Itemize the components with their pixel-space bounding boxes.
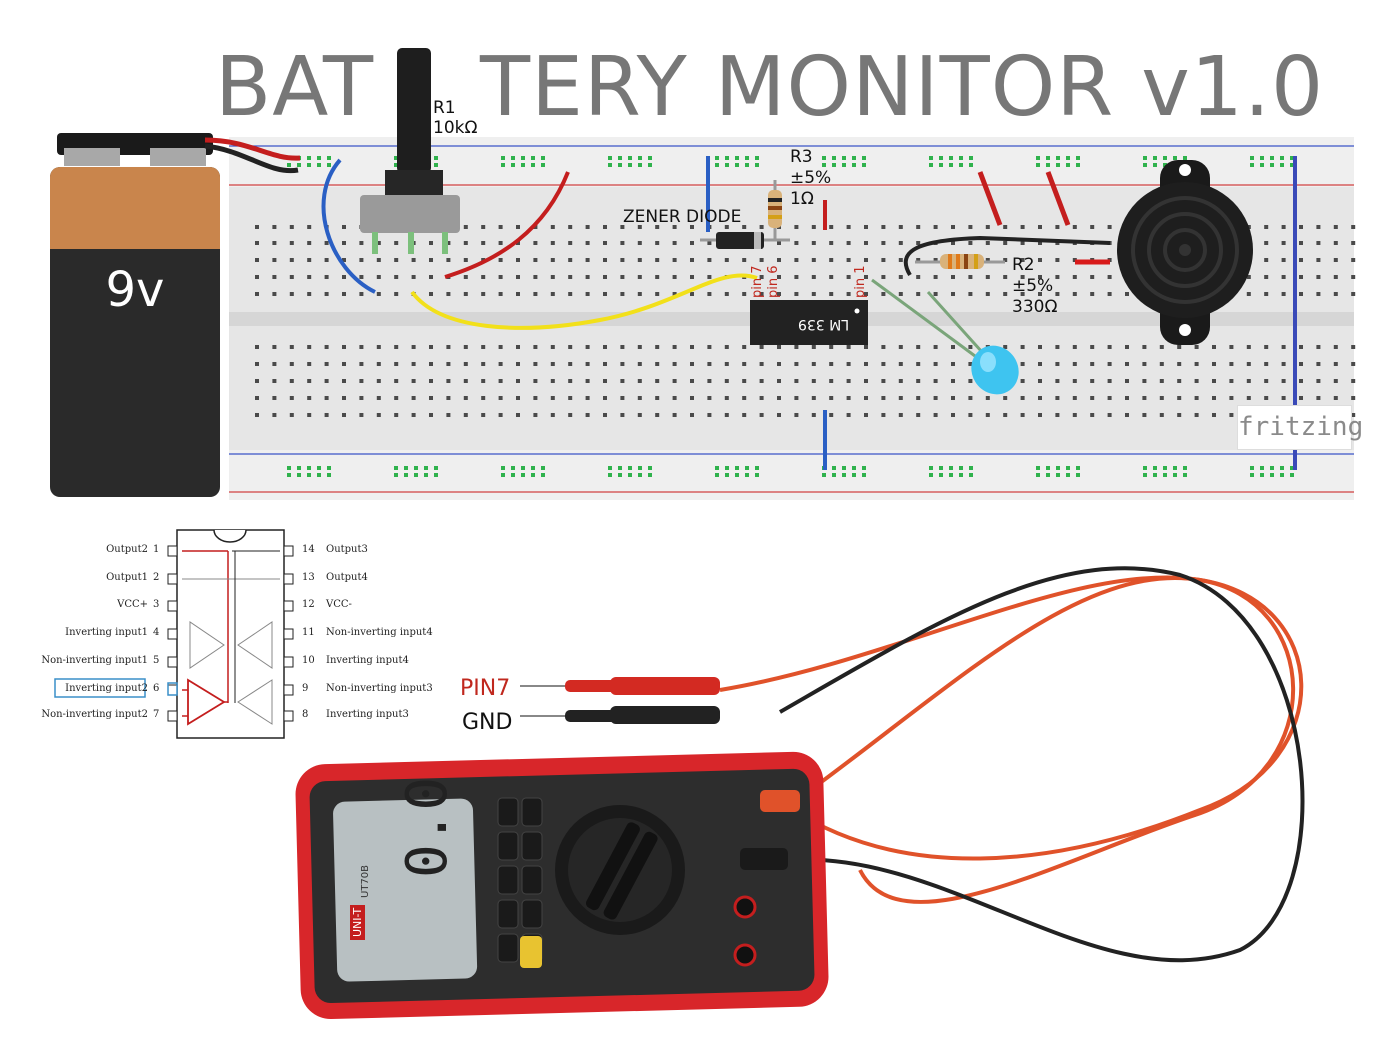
r3-name: R3 — [790, 147, 813, 167]
ic-left-pin-number: 7 — [153, 709, 160, 720]
ic-left-pin-label: Non-inverting input2 — [41, 709, 148, 720]
probe-red-label: PIN7 — [460, 676, 511, 701]
ic-right-pin-label: Output3 — [326, 544, 368, 555]
ic-left-pin-label: Non-inverting input1 — [41, 655, 148, 666]
r2-tolerance: ±5% — [1012, 276, 1054, 296]
r1-value: 10kΩ — [433, 118, 478, 138]
ic-right-pin-label: Output4 — [326, 572, 368, 583]
ic-left-pin-label: VCC+ — [117, 599, 148, 610]
ic-right-pin-number: 8 — [302, 709, 309, 720]
r3-value: 1Ω — [790, 189, 814, 209]
ic-right-pin-number: 10 — [302, 655, 315, 666]
battery-label: 9v — [105, 262, 165, 318]
ic-left-pin-label: Inverting input2 — [65, 683, 148, 694]
zener-label: ZENER DIODE — [623, 207, 742, 227]
highlight-pin6 — [167, 682, 178, 696]
ic-right-pin-label: Non-inverting input4 — [326, 627, 433, 638]
ic-right-pin-number: 12 — [302, 599, 315, 610]
meter-reading: 0.0 — [395, 776, 460, 878]
ic-left-pin-number: 3 — [153, 599, 160, 610]
wire-red-right2 — [1045, 171, 1071, 226]
probe-black-label: GND — [462, 710, 513, 735]
ic-right-pin-label: VCC- — [326, 599, 352, 610]
lm339-chip — [750, 300, 868, 345]
ic-right-pin-number: 14 — [302, 544, 315, 555]
ic-left-pin-label: Inverting input1 — [65, 627, 148, 638]
pin1-label: pin 1 — [853, 265, 868, 298]
meter-model: UT70B — [360, 864, 371, 898]
ic-left-pin-number: 1 — [153, 544, 160, 555]
pin6-label: pin 6 — [766, 265, 781, 298]
battery-lead-black — [204, 143, 299, 174]
ic-pin-boxes — [167, 545, 294, 722]
wire-red-right1 — [977, 171, 1003, 226]
lm339-pinout — [54, 529, 294, 739]
title-text-left: BAT — [215, 40, 375, 135]
wire-red-pot — [444, 171, 570, 279]
ic-right-pin-number: 9 — [302, 683, 309, 694]
multimeter-leads — [520, 566, 1305, 963]
multimeter — [295, 751, 829, 1020]
r2-value: 330Ω — [1012, 297, 1058, 317]
chip-label: LM 339 — [798, 316, 850, 332]
led-blue — [871, 278, 1019, 395]
ic-left-pin-number: 6 — [153, 683, 160, 694]
battery-9v — [50, 133, 220, 497]
meter-brand: UNI-T — [350, 904, 365, 940]
ic-right-pin-label: Inverting input3 — [326, 709, 409, 720]
ic-left-pin-number: 2 — [153, 572, 160, 583]
wire-blue-left — [321, 158, 376, 294]
resistor-r2 — [915, 254, 1005, 269]
ic-left-pin-label: Output1 — [106, 572, 148, 583]
title-text-right: TERY MONITOR v1.0 — [480, 40, 1325, 135]
r1-name: R1 — [433, 98, 456, 118]
potentiometer-r1 — [360, 48, 460, 254]
pin7-label: pin 7 — [750, 265, 765, 298]
ic-left-pin-label: Output2 — [106, 544, 148, 555]
resistor-r3 — [768, 180, 782, 240]
ic-right-pin-label: Inverting input4 — [326, 655, 409, 666]
ic-right-pin-number: 13 — [302, 572, 315, 583]
battery-lead-red — [204, 137, 301, 161]
r3-tolerance: ±5% — [790, 168, 832, 188]
ic-left-pin-number: 4 — [153, 627, 160, 638]
ic-right-pin-label: Non-inverting input3 — [326, 683, 433, 694]
highlight-box-inverting-input2 — [54, 678, 146, 698]
wire-black-buzzer — [903, 235, 1111, 277]
ic-right-pin-number: 11 — [302, 627, 315, 638]
r2-name: R2 — [1012, 255, 1035, 275]
fritzing-logo: fritzing — [1237, 405, 1363, 450]
piezo-buzzer — [1117, 160, 1253, 345]
ic-left-pin-number: 5 — [153, 655, 160, 666]
wire-yellow — [410, 273, 758, 330]
